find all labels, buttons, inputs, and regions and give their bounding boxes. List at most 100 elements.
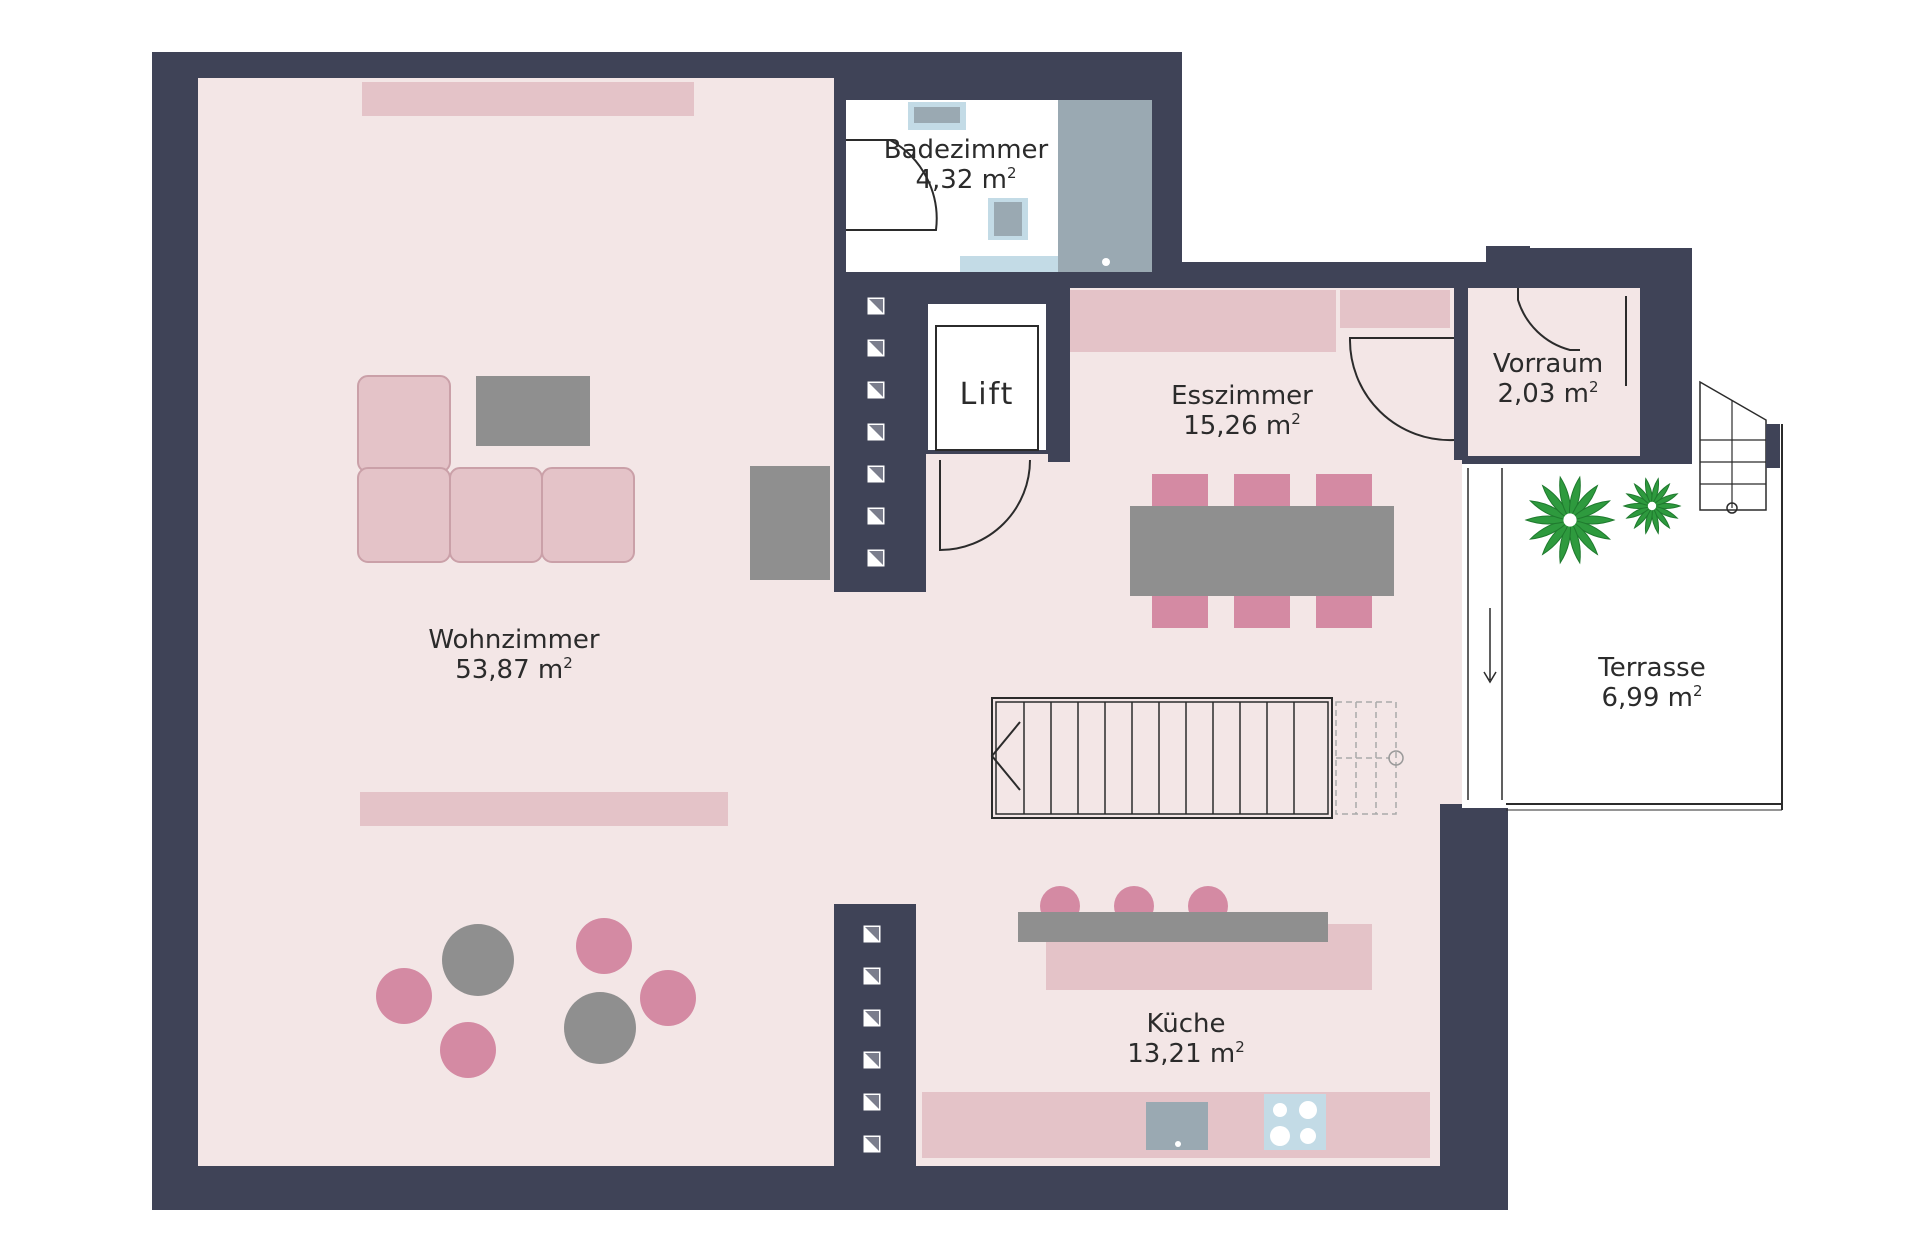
label-terrasse-name: Terrasse bbox=[1597, 653, 1705, 683]
sink-drain bbox=[1175, 1141, 1181, 1147]
plant-center bbox=[1647, 501, 1657, 511]
shelf-top bbox=[362, 82, 694, 116]
label-esszimmer-area: 15,26 m2 bbox=[1183, 410, 1301, 441]
stool-gray-2 bbox=[564, 992, 636, 1064]
bath-door-swing bbox=[846, 139, 938, 231]
label-vorraum-name: Vorraum bbox=[1493, 349, 1603, 379]
outer-stair-marker bbox=[1726, 502, 1738, 514]
fireplace-base bbox=[760, 466, 830, 580]
lift-label: Lift bbox=[960, 377, 1015, 412]
ventilation-shaft-icon bbox=[867, 339, 885, 357]
shaft-lower bbox=[834, 904, 916, 1166]
stairs-inner bbox=[995, 701, 1329, 815]
ventilation-shaft-icon bbox=[867, 381, 885, 399]
hall-door-swing bbox=[1348, 337, 1455, 442]
shower-area bbox=[1058, 100, 1152, 272]
lift-wall-right bbox=[1048, 290, 1070, 462]
stool-gray-1 bbox=[442, 924, 514, 996]
dining-chair-1 bbox=[1152, 474, 1208, 508]
outer-stair-steps bbox=[1700, 400, 1766, 508]
ventilation-shaft-icon bbox=[867, 549, 885, 567]
label-badezimmer-name: Badezimmer bbox=[884, 135, 1049, 165]
stool-pink-2 bbox=[440, 1022, 496, 1078]
terrasse-floor bbox=[1462, 464, 1782, 808]
ventilation-shaft-icon bbox=[863, 1093, 881, 1111]
stair-end-marker bbox=[1388, 750, 1404, 766]
living-room-furniture bbox=[357, 82, 830, 1078]
plant-icon bbox=[1524, 475, 1616, 565]
sofa-seat-3 bbox=[541, 467, 635, 563]
stairs-outline bbox=[991, 697, 1333, 819]
lift: Lift bbox=[924, 300, 1050, 552]
dining-room-furniture bbox=[1070, 290, 1455, 628]
dining-chair-5 bbox=[1234, 594, 1290, 628]
vorraum-door-swing bbox=[1517, 288, 1580, 351]
bath-mat bbox=[960, 256, 1058, 272]
stool-pink-1 bbox=[376, 968, 432, 1024]
outer-stair-rail bbox=[1766, 424, 1780, 468]
dining-table bbox=[1130, 506, 1394, 596]
stair-steps bbox=[1023, 702, 1295, 814]
ventilation-shaft-icon bbox=[863, 1009, 881, 1027]
coffee-table bbox=[476, 376, 590, 446]
label-wohnzimmer-area: 53,87 m2 bbox=[455, 654, 573, 685]
label-vorraum-area: 2,03 m2 bbox=[1497, 378, 1598, 409]
sink-icon bbox=[914, 107, 960, 123]
terrace-elements bbox=[1467, 380, 1783, 811]
plant-leaf bbox=[1650, 493, 1679, 507]
terrace-wall-stub bbox=[1640, 248, 1692, 464]
ventilation-shaft-icon bbox=[863, 925, 881, 943]
bar-counter bbox=[1018, 912, 1328, 942]
stair-arrow-icon bbox=[990, 721, 1021, 791]
label-esszimmer-name: Esszimmer bbox=[1171, 381, 1313, 411]
ventilation-shaft-icon bbox=[863, 1051, 881, 1069]
toilet-tank bbox=[994, 202, 1022, 236]
wohnzimmer-floor bbox=[198, 78, 834, 1166]
outer-stair bbox=[1699, 380, 1767, 511]
stool-pink-4 bbox=[640, 970, 696, 1026]
dining-chair-2 bbox=[1234, 474, 1290, 508]
ventilation-shaft-icon bbox=[867, 297, 885, 315]
ventilation-shaft-icons-lower bbox=[863, 925, 881, 1153]
dining-chair-4 bbox=[1152, 594, 1208, 628]
label-kueche-area: 13,21 m2 bbox=[1127, 1038, 1245, 1069]
staircase bbox=[990, 697, 1404, 819]
lift-inner bbox=[935, 325, 1039, 451]
burner-3 bbox=[1270, 1126, 1290, 1146]
stair-steps-dashed bbox=[1335, 701, 1397, 815]
vorraum-floor bbox=[1468, 288, 1640, 456]
sideboard-left bbox=[1070, 290, 1336, 352]
shelf-bottom bbox=[360, 792, 728, 826]
floors bbox=[198, 78, 1782, 1166]
shafts bbox=[834, 272, 1070, 1166]
plant-leaf bbox=[1568, 500, 1611, 521]
burner-2 bbox=[1299, 1101, 1317, 1119]
plant-center bbox=[1563, 513, 1577, 527]
sideboard-right bbox=[1340, 290, 1450, 328]
dining-chair-6 bbox=[1316, 594, 1372, 628]
dining-chair-3 bbox=[1316, 474, 1372, 508]
sofa-armrest bbox=[357, 375, 451, 473]
kitchen-furniture bbox=[922, 886, 1430, 1158]
label-kueche-name: Küche bbox=[1146, 1009, 1225, 1039]
room-labels: Wohnzimmer 53,87 m2 Badezimmer 4,32 m2 E… bbox=[428, 135, 1705, 1069]
ventilation-shaft-icon bbox=[867, 423, 885, 441]
lift-door-swing bbox=[939, 459, 1031, 552]
ventilation-shaft-icon bbox=[863, 967, 881, 985]
ventilation-shaft-icon bbox=[863, 1135, 881, 1153]
sofa-seat-1 bbox=[357, 467, 451, 563]
shower-drain bbox=[1102, 258, 1110, 266]
ventilation-shaft-icon bbox=[867, 507, 885, 525]
label-wohnzimmer-name: Wohnzimmer bbox=[428, 625, 600, 655]
label-badezimmer-area: 4,32 m2 bbox=[915, 164, 1016, 195]
ventilation-shaft-icon bbox=[867, 465, 885, 483]
burner-4 bbox=[1300, 1128, 1316, 1144]
burner-1 bbox=[1273, 1103, 1287, 1117]
ventilation-shaft-icons-upper bbox=[867, 297, 885, 567]
plant-icon bbox=[1622, 477, 1682, 535]
stool-pink-3 bbox=[576, 918, 632, 974]
stair-dashed-outline bbox=[1335, 701, 1397, 815]
label-terrasse-area: 6,99 m2 bbox=[1601, 682, 1702, 713]
terrace-door-arrow bbox=[1483, 608, 1497, 684]
